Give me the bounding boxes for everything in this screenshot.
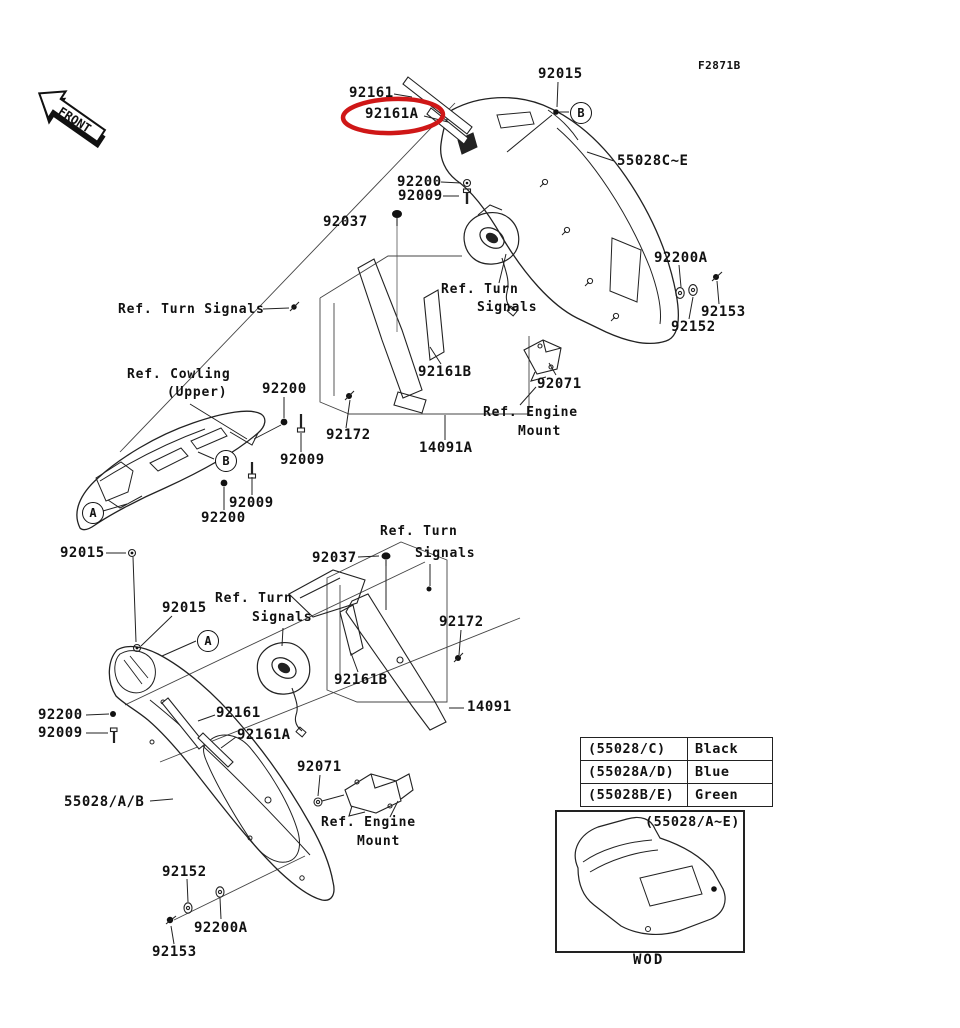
color-cell: Black <box>687 737 773 761</box>
label-92200-upper: 92200 <box>397 174 442 190</box>
label-92200a-lower: 92200A <box>194 920 248 936</box>
label-ref-cowling-1: Ref. Cowling <box>127 367 231 382</box>
label-92015-upper: 92015 <box>538 66 583 82</box>
label-92153-upper: 92153 <box>701 304 746 320</box>
label-92015-middle: 92015 <box>60 545 105 561</box>
figure-code: F2871B <box>698 59 741 72</box>
engine-mount-lower <box>344 773 414 817</box>
label-92200-middle: 92200 <box>262 381 307 397</box>
part-code-cell: (55028/C) <box>580 737 688 761</box>
ref-cowling-upper-drawing <box>76 410 266 531</box>
leader-lines-middle <box>102 397 302 643</box>
label-ref-engine-lower-1: Ref. Engine <box>321 815 416 830</box>
label-92200a-upper: 92200A <box>654 250 708 266</box>
table-row: (55028/C) Black <box>580 737 773 761</box>
inset-cowling-drawing <box>574 816 726 936</box>
label-ref-engine-lower-2: Mount <box>357 834 401 849</box>
callout-a-lower: A <box>197 630 219 652</box>
color-cell: Blue <box>687 760 773 784</box>
leader-lines-upper <box>262 81 720 440</box>
front-arrow-icon: FRONT <box>37 90 107 149</box>
upper-cowling-55028ce <box>440 97 679 345</box>
label-92037-upper: 92037 <box>323 214 368 230</box>
label-ref-engine-upper-1: Ref. Engine <box>483 405 578 420</box>
label-ref-turn-lower-l2: Signals <box>252 610 313 625</box>
table-row: (55028A/D) Blue <box>580 760 773 784</box>
label-92071-upper: 92071 <box>537 376 582 392</box>
fairing-stay-upper <box>357 258 445 414</box>
label-55028ab: 55028/A/B <box>64 794 145 810</box>
label-92153-lower: 92153 <box>152 944 197 960</box>
label-92172-upper: 92172 <box>326 427 371 443</box>
label-92161b-lower: 92161B <box>334 672 388 688</box>
label-ref-turn-signals-left: Ref. Turn Signals <box>118 302 265 317</box>
fastener-glyphs <box>109 109 723 925</box>
label-92172-lower: 92172 <box>439 614 484 630</box>
label-92161b-upper: 92161B <box>418 364 472 380</box>
callout-b-middle: B <box>215 450 237 472</box>
label-92161-lower: 92161 <box>216 705 261 721</box>
engine-mount-upper <box>523 339 562 382</box>
label-92009-upper: 92009 <box>398 188 443 204</box>
label-92009-middle-right: 92009 <box>280 452 325 468</box>
label-14091: 14091 <box>467 699 512 715</box>
label-92152-upper: 92152 <box>671 319 716 335</box>
inset-panel-box <box>555 810 745 953</box>
lower-cowling-55028ab <box>108 645 335 901</box>
lower-trim-strips <box>161 697 234 768</box>
label-92161-upper: 92161 <box>349 85 394 101</box>
label-92037-lower: 92037 <box>312 550 357 566</box>
label-92152-lower: 92152 <box>162 864 207 880</box>
label-92161a-highlighted: 92161A <box>365 106 419 122</box>
turn-signal-lower <box>256 642 311 738</box>
label-92009-middle-left: 92009 <box>229 495 274 511</box>
projection-lines <box>119 102 521 921</box>
color-option-table: (55028/C) Black (55028A/D) Blue (55028B/… <box>580 737 773 807</box>
label-92200-lower: 92200 <box>38 707 83 723</box>
label-14091a: 14091A <box>419 440 473 456</box>
part-code-cell: (55028B/E) <box>580 783 688 807</box>
table-row: (55028B/E) Green <box>580 783 773 807</box>
label-92015-lower: 92015 <box>162 600 207 616</box>
label-ref-turn-center-1: Ref. Turn <box>441 282 519 297</box>
fairing-stay-lower <box>288 569 447 731</box>
inner-stay-window-upper <box>319 255 530 415</box>
part-code-cell: (55028A/D) <box>580 760 688 784</box>
label-ref-engine-upper-2: Mount <box>518 424 562 439</box>
inset-footer-wod: WOD <box>633 952 665 968</box>
label-92161a-lower: 92161A <box>237 727 291 743</box>
color-cell: Green <box>687 783 773 807</box>
label-55028ce: 55028C~E <box>617 153 689 169</box>
label-92200-middle-left: 92200 <box>201 510 246 526</box>
turn-signal-upper <box>463 204 520 317</box>
label-92071-lower: 92071 <box>297 759 342 775</box>
callout-a-middle: A <box>82 502 104 524</box>
label-92009-lower: 92009 <box>38 725 83 741</box>
label-ref-turn-lower-r1: Ref. Turn <box>380 524 458 539</box>
label-ref-cowling-2: (Upper) <box>167 385 228 400</box>
label-ref-turn-center-2: Signals <box>477 300 538 315</box>
callout-b-top: B <box>570 102 592 124</box>
label-ref-turn-lower-l1: Ref. Turn <box>215 591 293 606</box>
highlight-ellipse <box>340 96 446 136</box>
inner-stay-window-lower <box>326 541 448 703</box>
label-ref-turn-lower-r2: Signals <box>415 546 476 561</box>
leader-lines-lower <box>85 555 464 945</box>
inset-caption: (55028/A~E) <box>645 814 740 830</box>
